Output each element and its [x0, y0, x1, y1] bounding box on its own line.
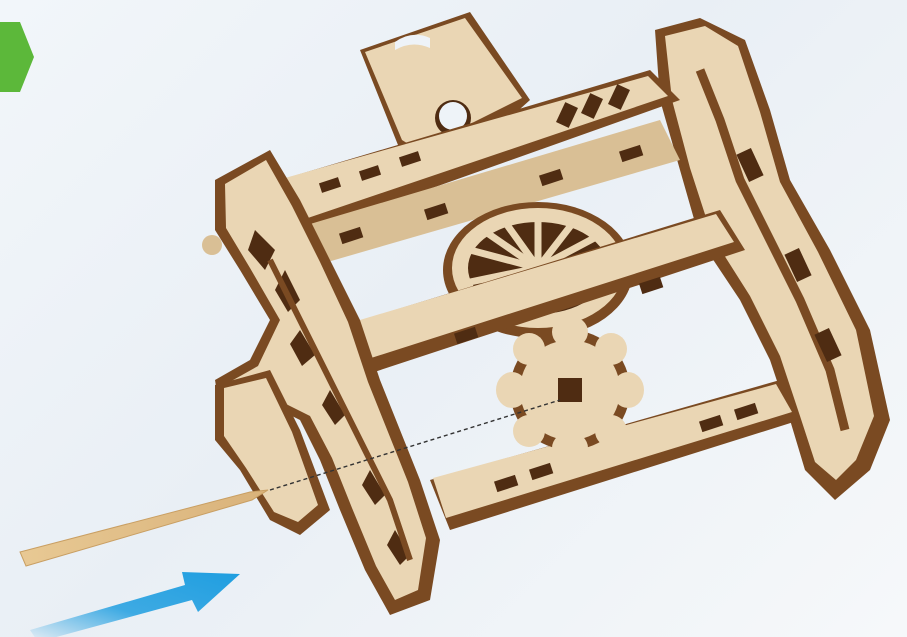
step-badge-icon — [0, 22, 34, 92]
front-gear — [496, 316, 644, 464]
direction-arrow-icon — [30, 572, 240, 637]
toothpick-icon — [20, 490, 268, 566]
